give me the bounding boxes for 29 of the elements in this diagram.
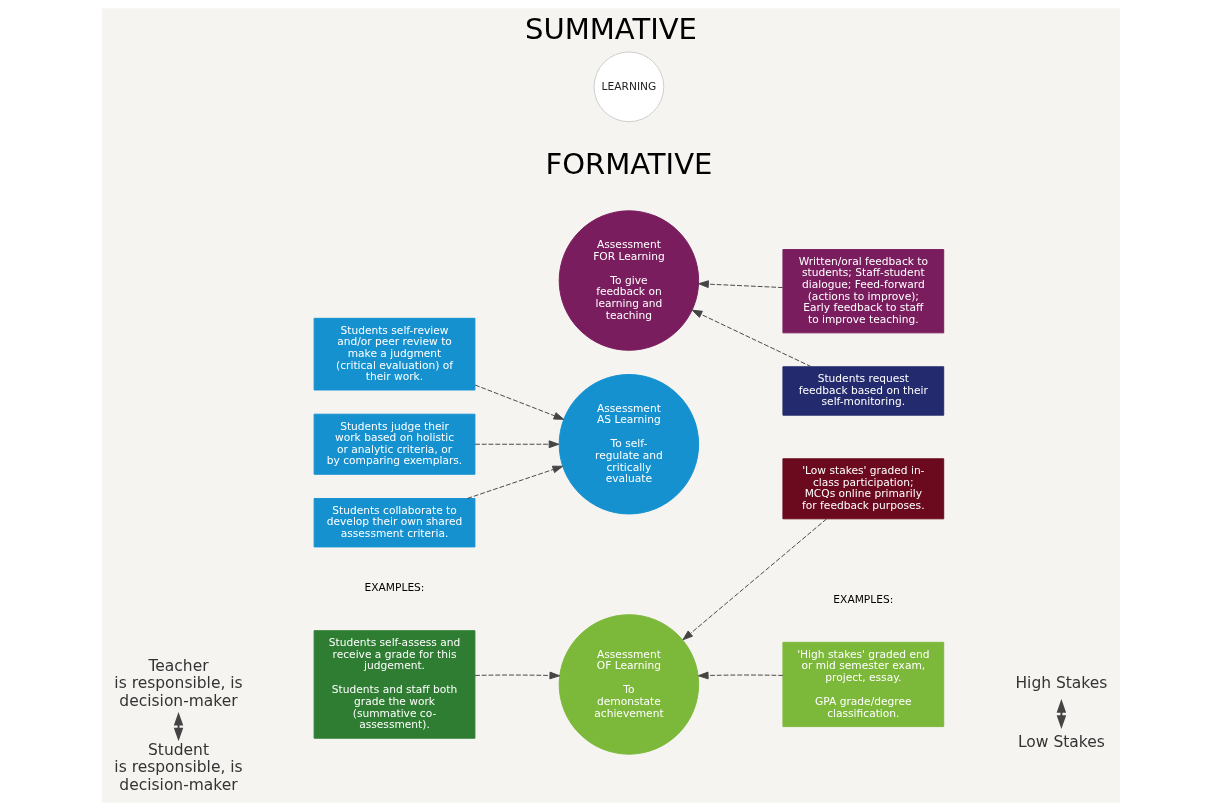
arrow xyxy=(474,671,560,680)
node-text: High Stakes xyxy=(1014,674,1107,693)
node-circle: Assessment AS Learning To self-regulate and critically evaluate xyxy=(558,374,699,515)
arrow xyxy=(697,671,783,680)
node-box: Students collaborate to develop their own shared assessment criteria. xyxy=(313,498,475,548)
node-box: Students self-review and/or peer review to make a judgment (critical evaluation) of their work. xyxy=(313,317,475,391)
caption: FORMATIVE xyxy=(544,146,712,181)
label: EXAMPLES: xyxy=(364,581,424,595)
node-circle: Assessment OF Learning To demonstate achievement xyxy=(558,614,699,755)
node-box: Written/oral feedback to students; Staff-student dialogue; Feed-forward (actions to improve); Early feedback to staff to improve teaching. xyxy=(781,249,944,334)
node-box: Students request feedback based on their self-monitoring. xyxy=(781,366,944,416)
node-text: Student is responsible, is decision-maker xyxy=(113,740,243,794)
arrow xyxy=(697,280,783,289)
arrow xyxy=(173,711,183,742)
node-box: Students self-assess and receive a grade for this judgement. Students and staff both grade the work (summative co-assessment). xyxy=(313,630,475,739)
arrow xyxy=(474,440,559,449)
node-text: Teacher is responsible, is decision-maker xyxy=(113,656,243,710)
arrow xyxy=(681,518,827,641)
node-circle: LEARNING xyxy=(593,51,664,123)
node-box: 'Low stakes' graded in-class participation; MCQs online primarily for feedback purposes. xyxy=(781,458,944,520)
arrow xyxy=(691,309,812,368)
label: EXAMPLES: xyxy=(832,592,893,606)
node-box: 'High stakes' graded end or mid semester exam, project, essay. GPA grade/degree classification. xyxy=(781,641,944,728)
node-box: Students judge their work based on holistic or analytic criteria, or by comparing exemplars. xyxy=(313,413,475,475)
diagram-title: SUMMATIVE xyxy=(524,12,697,47)
node-circle: Assessment FOR Learning To give feedback on learning and teaching xyxy=(558,210,699,351)
arrow xyxy=(466,465,563,499)
node-text: Low Stakes xyxy=(1017,733,1105,752)
arrow xyxy=(474,384,564,420)
